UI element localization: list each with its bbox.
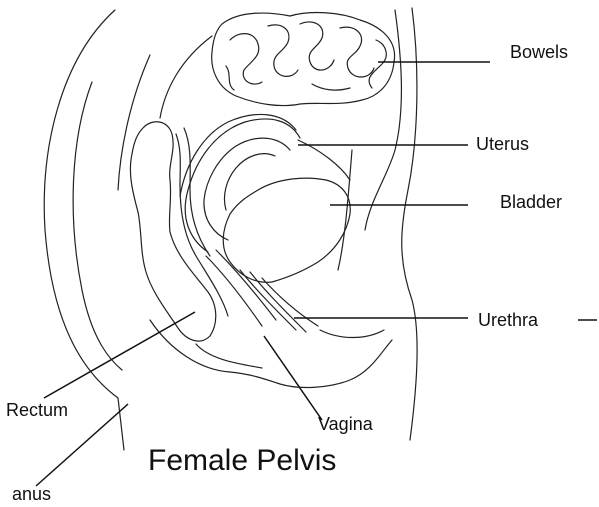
rectum: [130, 122, 228, 341]
labels: Bowels Uterus Bladder Urethra Rectum Vag…: [6, 42, 568, 504]
label-bowels: Bowels: [510, 42, 568, 62]
label-uterus: Uterus: [476, 134, 529, 154]
bowels: [212, 13, 395, 106]
label-urethra: Urethra: [478, 310, 539, 330]
front-outline: [338, 8, 417, 440]
bladder: [223, 178, 350, 282]
perineum-outline: [150, 320, 392, 387]
uterus: [180, 114, 350, 252]
label-rectum: Rectum: [6, 400, 68, 420]
label-bladder: Bladder: [500, 192, 562, 212]
bladder-shape: [223, 178, 350, 282]
leader-lines: [36, 62, 597, 486]
label-anus: anus: [12, 484, 51, 504]
leader-line-rectum: [44, 312, 195, 398]
canal-lines: [206, 250, 318, 332]
leader-line-vagina: [264, 336, 322, 420]
diagram-title: Female Pelvis: [148, 444, 336, 477]
rectum-shape: [130, 122, 215, 341]
bowels-shape: [212, 13, 395, 106]
label-vagina: Vagina: [318, 414, 374, 434]
